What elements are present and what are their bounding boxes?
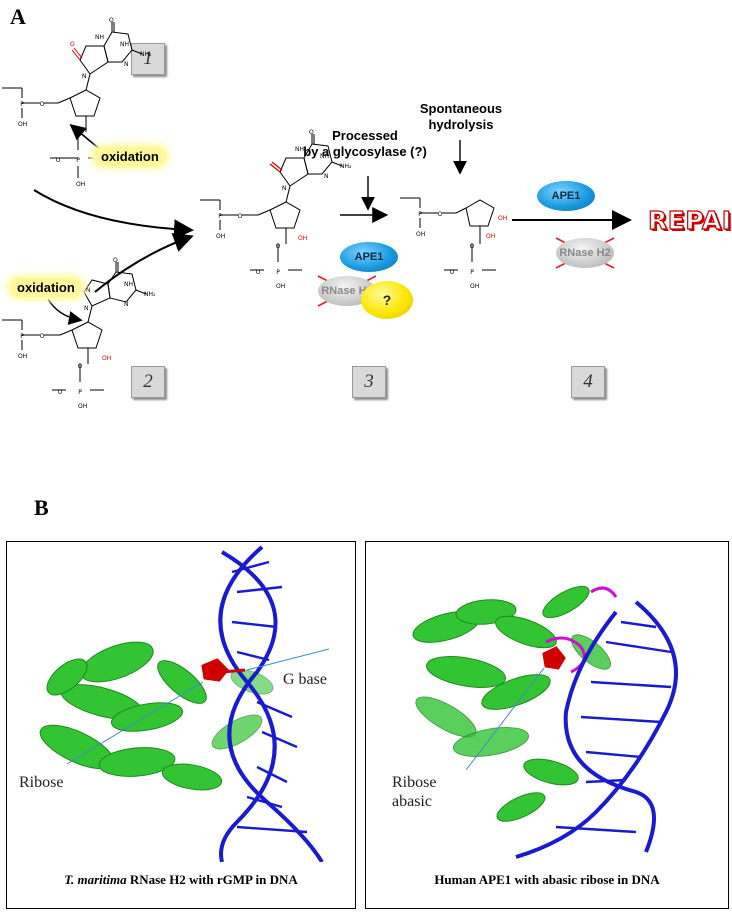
- svg-text:N: N: [84, 305, 89, 312]
- ribose-label: Ribose: [392, 774, 437, 791]
- dna-helix-blue: [218, 545, 324, 862]
- svg-text:N: N: [86, 287, 91, 294]
- svg-text:O: O: [70, 41, 75, 48]
- dna-base-pairs: [231, 560, 308, 834]
- protein-ribbon-green: [39, 641, 274, 791]
- svg-text:P: P: [20, 101, 24, 108]
- svg-text:OH: OH: [102, 355, 111, 362]
- ape1-enzyme-4: APE1: [537, 181, 595, 211]
- dna-base-pairs: [555, 620, 672, 834]
- rnase-h2-structure-image: [39, 545, 330, 862]
- svg-text:NH: NH: [120, 41, 129, 48]
- svg-text:O: O: [78, 363, 83, 370]
- dna-helix-blue: [515, 600, 678, 859]
- spontaneous-label: Spontaneous hydrolysis: [419, 101, 503, 132]
- svg-text:N: N: [82, 73, 87, 80]
- svg-text:O: O: [58, 389, 63, 396]
- svg-text:N: N: [282, 185, 287, 192]
- caption-species: T. maritima: [64, 872, 127, 887]
- svg-text:P: P: [276, 269, 280, 276]
- svg-text:NH: NH: [295, 146, 304, 153]
- svg-text:NH: NH: [95, 34, 104, 41]
- panel-b-letter: B: [34, 495, 49, 520]
- ribose-annotation: Ribose: [19, 774, 64, 791]
- svg-text:O: O: [256, 269, 261, 276]
- ape1-structure-panel: Ribose abasic Human APE1 with abasic rib…: [365, 541, 729, 909]
- svg-text:O: O: [309, 129, 314, 136]
- svg-text:OH: OH: [76, 181, 85, 188]
- g-base-annotation: G base: [283, 671, 327, 688]
- oxidation-label-1: oxidation: [94, 147, 166, 166]
- svg-text:O: O: [276, 243, 281, 250]
- panel-a-letter: A: [10, 4, 26, 29]
- step-3-box: 3: [352, 366, 386, 398]
- step-4-box: 4: [571, 366, 605, 398]
- unknown-enzyme: ?: [361, 281, 413, 319]
- svg-text:OH: OH: [298, 235, 307, 242]
- protein-ribbon-green: [412, 585, 611, 822]
- ape1-enzyme-3: APE1: [340, 242, 398, 272]
- svg-text:OH: OH: [498, 215, 507, 222]
- structure-4-abasic-ribose: [400, 197, 496, 271]
- svg-text:O: O: [470, 243, 475, 250]
- svg-text:P: P: [218, 213, 222, 220]
- svg-text:O: O: [56, 157, 61, 164]
- svg-text:O: O: [450, 269, 455, 276]
- structure-2-rg: [2, 262, 147, 391]
- structure-3-8-oxo-rg: [200, 134, 343, 271]
- svg-text:P: P: [418, 211, 422, 218]
- svg-text:O: O: [40, 333, 45, 340]
- svg-text:OH: OH: [18, 353, 27, 360]
- processed-label: Processed by a glycosylase (?): [303, 128, 427, 159]
- ribose-leader-line: [66, 681, 204, 765]
- ape1-caption: Human APE1 with abasic ribose in DNA: [434, 872, 660, 887]
- svg-text:OH: OH: [18, 121, 27, 128]
- repair-label: REPAIR: [647, 205, 732, 235]
- abasic-ribose-ligand-red: [542, 646, 566, 670]
- svg-text:NH₂: NH₂: [140, 51, 152, 58]
- ribose-abasic-leader-line: [465, 667, 545, 771]
- rnase-h2-enzyme-4: RNase H2: [556, 238, 614, 268]
- svg-text:O: O: [40, 101, 45, 108]
- svg-text:NH: NH: [320, 153, 329, 160]
- panel-a-schematic: P O O P O OH OH NH N NH₂ NH O N O: [2, 17, 632, 410]
- svg-text:NH₂: NH₂: [340, 163, 352, 170]
- svg-text:O: O: [113, 257, 118, 264]
- svg-text:OH: OH: [276, 283, 285, 290]
- oxidation-label-2: oxidation: [10, 278, 82, 297]
- rgmp-ligand-red: [201, 658, 246, 682]
- svg-text:NH: NH: [124, 281, 133, 288]
- svg-text:O: O: [238, 213, 243, 220]
- svg-text:P: P: [20, 333, 24, 340]
- svg-text:N: N: [324, 173, 329, 180]
- svg-text:P: P: [470, 269, 474, 276]
- abasic-label: abasic: [392, 793, 432, 810]
- svg-text:OH: OH: [470, 283, 479, 290]
- svg-text:NH₂: NH₂: [144, 291, 156, 298]
- svg-text:N: N: [124, 301, 129, 308]
- ribose-abasic-annotation: Ribose abasic: [392, 773, 436, 811]
- step-1-box: 1: [131, 43, 165, 75]
- step-2-box: 2: [131, 366, 165, 398]
- svg-text:P: P: [78, 389, 82, 396]
- svg-text:OH: OH: [78, 403, 87, 410]
- svg-text:OH: OH: [486, 233, 495, 240]
- svg-text:OH: OH: [416, 231, 425, 238]
- svg-text:P: P: [76, 157, 80, 164]
- g-base-leader-line: [246, 648, 330, 671]
- rnase-h2-structure-panel: G base Ribose T. maritima RNase H2 with …: [6, 541, 356, 909]
- caption-rest: RNase H2 with rGMP in DNA: [126, 872, 298, 887]
- ape1-structure-image: [412, 585, 678, 859]
- svg-text:O: O: [109, 17, 114, 24]
- svg-text:N: N: [124, 61, 129, 68]
- svg-text:OH: OH: [216, 233, 225, 240]
- rnase-h2-caption: T. maritima RNase H2 with rGMP in DNA: [7, 872, 355, 888]
- svg-text:O: O: [438, 211, 443, 218]
